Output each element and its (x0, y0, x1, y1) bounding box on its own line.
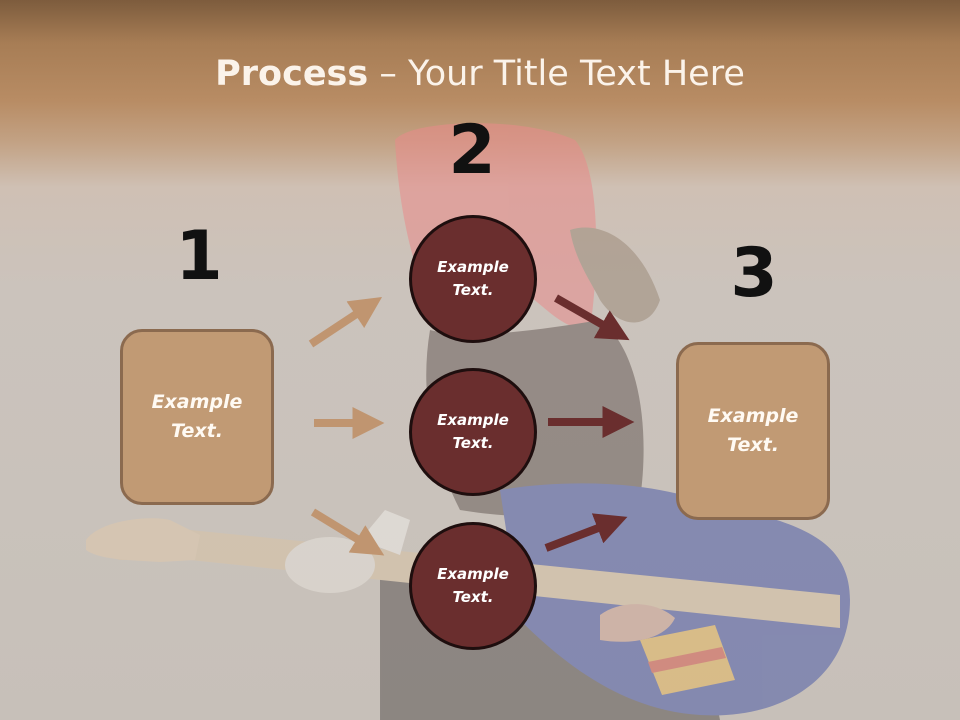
arrow-box1-to-circle1 (308, 297, 383, 348)
circle-3-text: Example Text. (437, 565, 509, 606)
step-number-2: 2 (448, 111, 496, 190)
step-box-1: Example Text. (120, 329, 274, 505)
step-number-1: 1 (175, 217, 223, 296)
circle-2: Example Text. (409, 368, 537, 496)
circle-3: Example Text. (409, 522, 537, 650)
step-box-1-text: Example Text. (151, 391, 243, 442)
step-box-3: Example Text. (676, 342, 830, 520)
circle-1: Example Text. (409, 215, 537, 343)
title-rest: – Your Title Text Here (368, 54, 745, 94)
arrow-box1-to-circle3 (310, 508, 385, 556)
circle-2-text: Example Text. (437, 411, 509, 452)
title-bold: Process (215, 54, 369, 94)
circle-1-text: Example Text. (437, 258, 509, 299)
step-number-3: 3 (730, 234, 778, 313)
slide-title: Process – Your Title Text Here (0, 52, 960, 96)
step-box-3-text: Example Text. (707, 405, 799, 456)
arrow-circle3-to-box3 (544, 513, 628, 552)
arrow-circle1-to-box3 (554, 294, 630, 341)
